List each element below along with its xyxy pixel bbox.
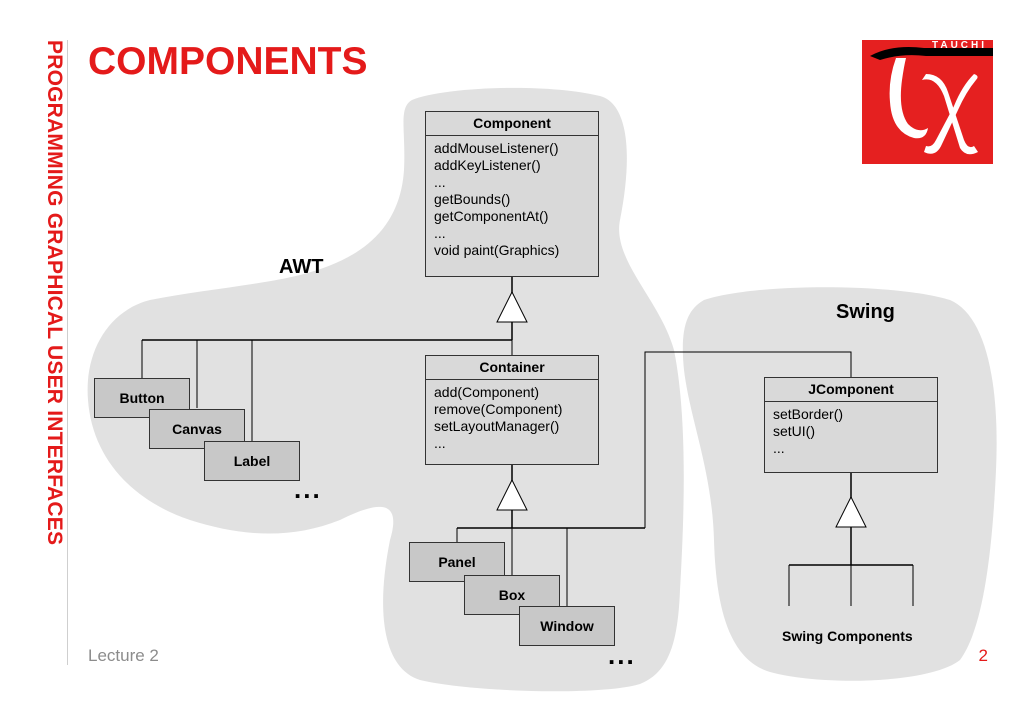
awt-label: AWT: [279, 256, 324, 278]
component-class-box: Component addMouseListener() addKeyListe…: [425, 111, 599, 277]
component-method: void paint(Graphics): [434, 242, 560, 258]
side-divider: [67, 40, 68, 665]
component-method: ...: [434, 174, 446, 190]
component-method: ...: [434, 225, 446, 241]
component-method: getComponentAt(): [434, 208, 549, 224]
container-inheritance-arrow: [496, 478, 528, 511]
page-title: COMPONENTS: [88, 40, 368, 83]
tauchi-logo-graphic: [870, 47, 993, 155]
label-class-box: Label: [204, 441, 300, 481]
container-method: remove(Component): [434, 401, 563, 417]
component-methods: addMouseListener() addKeyListener() ... …: [426, 136, 598, 263]
jcomponent-connector: [644, 351, 852, 528]
jcomponent-class-name: JComponent: [765, 378, 937, 402]
jcomponent-method: ...: [773, 440, 785, 456]
component-inheritance-arrow: [496, 290, 528, 323]
container-class-box: Container add(Component) remove(Componen…: [425, 355, 599, 465]
container-class-name: Container: [426, 356, 598, 380]
jcomponent-method: setUI(): [773, 423, 815, 439]
container-method: setLayoutManager(): [434, 418, 560, 434]
awt-ellipsis: ...: [294, 474, 322, 504]
panel-class-box: Panel: [409, 542, 505, 582]
tauchi-logo: TAUCHI: [862, 40, 993, 164]
jcomponent-inheritance-arrow: [835, 495, 867, 528]
jcomponent-method: setBorder(): [773, 406, 844, 422]
logo-text: TAUCHI: [932, 40, 988, 51]
box-class-box: Box: [464, 575, 560, 615]
swing-region-blob: [682, 287, 997, 681]
container-method: add(Component): [434, 384, 540, 400]
swing-label: Swing: [836, 301, 895, 323]
component-method: addMouseListener(): [434, 140, 559, 156]
component-class-name: Component: [426, 112, 598, 136]
jcomponent-class-box: JComponent setBorder() setUI() ...: [764, 377, 938, 473]
window-class-box: Window: [519, 606, 615, 646]
component-method: getBounds(): [434, 191, 511, 207]
page-number: 2: [978, 646, 988, 665]
footer-lecture: Lecture 2: [88, 646, 159, 665]
swing-components-label: Swing Components: [782, 628, 913, 644]
component-method: addKeyListener(): [434, 157, 541, 173]
container-methods: add(Component) remove(Component) setLayo…: [426, 380, 598, 456]
jcomponent-methods: setBorder() setUI() ...: [765, 402, 937, 461]
container-method: ...: [434, 435, 446, 451]
container-ellipsis: ...: [608, 640, 636, 670]
